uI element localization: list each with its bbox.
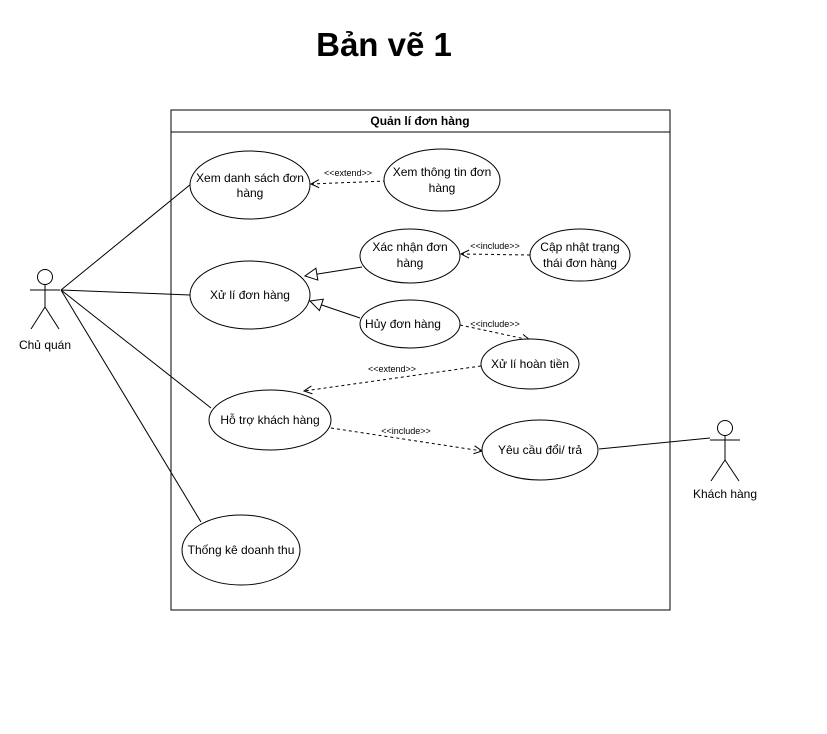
stick-figure-icon: [710, 420, 740, 482]
dependency-include-support: [330, 427, 482, 451]
use-case-view-info-line1: Xem thông tin đơn: [393, 165, 492, 179]
use-case-cancel[interactable]: Hủy đơn hàng: [359, 299, 461, 349]
generalization-cancel-process: [310, 301, 361, 319]
use-case-refund[interactable]: Xử lí hoàn tiền: [480, 338, 580, 390]
use-case-cancel-line1: Hủy đơn hàng: [365, 317, 441, 331]
generalization-confirm-process: [305, 266, 363, 276]
use-case-process-line1: Xử lí đơn hàng: [210, 288, 290, 302]
stick-figure-icon: [30, 269, 60, 330]
use-case-revenue[interactable]: Thống kê doanh thu: [181, 514, 301, 586]
owner-associations: [60, 183, 212, 523]
assoc-owner-process: [60, 289, 191, 296]
use-case-process[interactable]: Xử lí đơn hàng: [189, 260, 311, 330]
actor-owner-label: Chủ quán: [19, 338, 71, 352]
use-case-update-status-line1: Cập nhật trạng: [540, 240, 619, 254]
use-case-view-list-line1: Xem danh sách đơn: [196, 171, 304, 185]
actor-customer[interactable]: Khách hàng: [693, 420, 757, 502]
use-case-update-status-line2: thái đơn hàng: [543, 256, 617, 270]
assoc-customer-return: [598, 437, 711, 450]
actor-owner[interactable]: Chủ quán: [19, 269, 71, 353]
use-case-refund-line1: Xử lí hoàn tiền: [491, 357, 569, 371]
use-case-view-info-line2: hàng: [429, 181, 456, 195]
use-case-view-list[interactable]: Xem danh sách đơn hàng: [189, 150, 311, 220]
use-case-support-line1: Hỗ trợ khách hàng: [220, 412, 319, 427]
diagram-title: Bản vẽ 1: [316, 26, 452, 63]
actor-customer-label: Khách hàng: [693, 487, 757, 501]
assoc-owner-support: [60, 289, 212, 409]
use-case-view-list-line2: hàng: [237, 186, 264, 200]
label-extend-refund: <<extend>>: [368, 364, 416, 374]
use-case-support[interactable]: Hỗ trợ khách hàng: [208, 389, 332, 451]
use-case-confirm[interactable]: Xác nhận đơn hàng: [359, 228, 461, 284]
assoc-owner-revenue: [60, 289, 202, 523]
use-case-confirm-line1: Xác nhận đơn: [372, 240, 447, 254]
label-include-cancel: <<include>>: [470, 319, 520, 329]
label-extend-view: <<extend>>: [324, 168, 372, 178]
assoc-owner-view-list: [60, 183, 192, 291]
label-include-support: <<include>>: [381, 426, 431, 436]
use-case-revenue-line1: Thống kê doanh thu: [188, 543, 295, 557]
use-case-confirm-line2: hàng: [397, 256, 424, 270]
use-case-view-info[interactable]: Xem thông tin đơn hàng: [383, 148, 501, 212]
use-case-return-request[interactable]: Yêu cầu đổi/ trả: [481, 419, 599, 481]
use-case-return-request-line1: Yêu cầu đổi/ trả: [498, 443, 582, 457]
use-case-update-status[interactable]: Cập nhật trạng thái đơn hàng: [529, 228, 631, 282]
dependency-extend-view: [311, 181, 387, 184]
label-include-confirm: <<include>>: [470, 241, 520, 251]
system-name: Quản lí đơn hàng: [370, 114, 469, 128]
